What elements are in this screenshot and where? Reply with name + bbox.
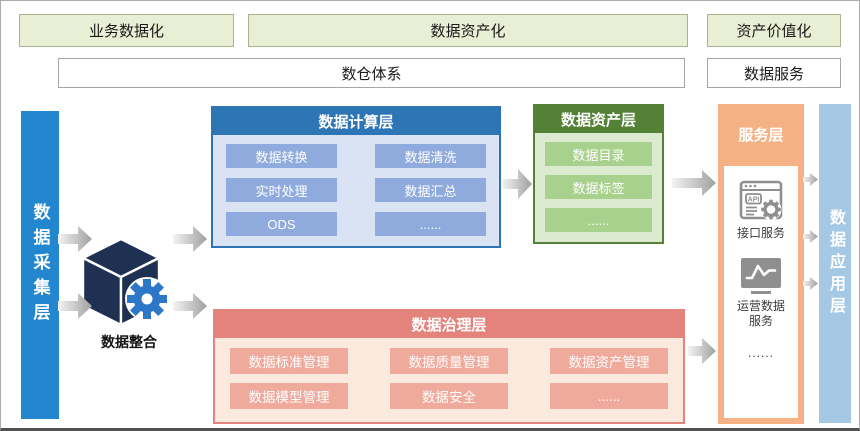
- arrow-service-to-application-2: [803, 230, 818, 243]
- arrow-collection-to-integration-top: [58, 226, 92, 252]
- governance-layer-items: 数据标准管理 数据质量管理 数据资产管理 数据模型管理 数据安全 ......: [215, 338, 683, 419]
- api-service-label: 接口服务: [736, 226, 785, 240]
- governance-item: 数据资产管理: [550, 348, 668, 374]
- api-icon: API: [739, 180, 783, 220]
- arrow-integration-to-computing: [173, 226, 207, 252]
- stage-band-data-assetization: 数据资产化: [248, 14, 688, 47]
- data-service-box: 数据服务: [707, 58, 841, 88]
- stage-band-label: 业务数据化: [88, 23, 164, 40]
- warehouse-system-box: 数仓体系: [58, 58, 685, 88]
- computing-item: 数据清洗: [375, 144, 486, 168]
- data-collection-layer-label: 数据采集层: [30, 202, 50, 328]
- service-layer-title: 服务层: [738, 126, 784, 144]
- governance-item: 数据安全: [390, 383, 508, 409]
- computing-item: 数据汇总: [375, 178, 486, 202]
- computing-item: 实时处理: [226, 178, 337, 202]
- arrow-computing-to-asset: [502, 169, 532, 199]
- stage-band-label: 数据资产化: [430, 23, 506, 40]
- governance-item: 数据质量管理: [390, 348, 508, 374]
- stage-band-label: 资产价值化: [736, 23, 812, 40]
- governance-layer-box: 数据治理层 数据标准管理 数据质量管理 数据资产管理 数据模型管理 数据安全 .…: [213, 309, 685, 424]
- data-collection-layer-bar: 数据采集层: [21, 111, 59, 419]
- data-integration-cube-gear-icon: [81, 237, 177, 331]
- data-integration-label: 数据整合: [101, 334, 157, 350]
- arrow-asset-to-service: [672, 170, 716, 196]
- stage-band-asset-valorization: 资产价值化: [707, 14, 841, 47]
- service-layer-box: 服务层 API: [718, 104, 804, 424]
- data-service-label: 数据服务: [743, 65, 804, 83]
- service-more-label: ......: [747, 345, 774, 360]
- data-application-layer-label: 数据应用层: [827, 208, 844, 319]
- asset-item: 数据目录: [545, 142, 652, 166]
- line-chart-monitor-icon: [741, 257, 781, 294]
- asset-item: 数据标签: [545, 175, 652, 199]
- warehouse-system-label: 数仓体系: [341, 65, 402, 83]
- computing-layer-items: 数据转换 数据清洗 实时处理 数据汇总 ODS ......: [213, 135, 499, 245]
- asset-item: ......: [545, 208, 652, 232]
- governance-item: 数据模型管理: [230, 383, 348, 409]
- asset-layer-items: 数据目录 数据标签 ......: [535, 133, 662, 241]
- asset-layer-title: 数据资产层: [535, 106, 662, 133]
- arrow-service-to-application-3: [803, 277, 818, 290]
- arrow-service-to-application-1: [803, 173, 818, 186]
- computing-item: ODS: [226, 212, 337, 236]
- governance-item: 数据标准管理: [230, 348, 348, 374]
- service-layer-panel: API: [724, 166, 798, 418]
- arrow-integration-to-governance: [173, 293, 207, 319]
- governance-item: ......: [550, 383, 668, 409]
- asset-layer-box: 数据资产层 数据目录 数据标签 ......: [533, 104, 664, 244]
- operations-data-service-label: 运营数据服务: [736, 298, 785, 329]
- computing-item: 数据转换: [226, 144, 337, 168]
- stage-band-business-dataization: 业务数据化: [19, 14, 234, 47]
- computing-layer-box: 数据计算层 数据转换 数据清洗 实时处理 数据汇总 ODS ......: [211, 106, 501, 248]
- data-application-layer-bar: 数据应用层: [819, 104, 851, 423]
- svg-text:API: API: [748, 196, 760, 203]
- governance-layer-title: 数据治理层: [215, 311, 683, 338]
- computing-item: ......: [375, 212, 486, 236]
- arrow-governance-to-service: [688, 338, 716, 364]
- arrow-collection-to-integration-bottom: [58, 293, 92, 319]
- computing-layer-title: 数据计算层: [213, 108, 499, 135]
